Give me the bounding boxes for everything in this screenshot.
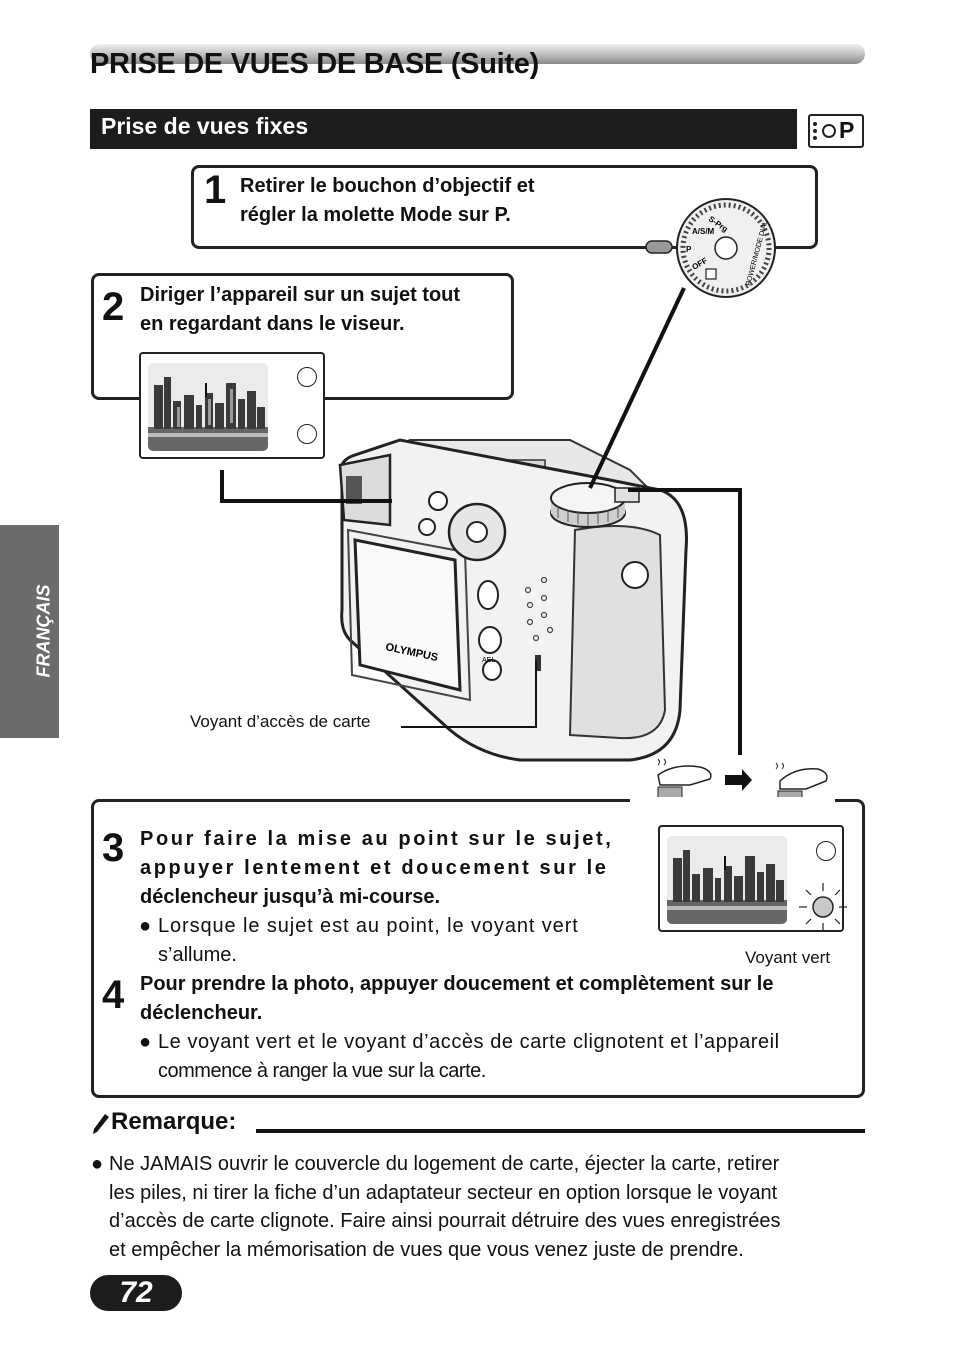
section-title: Prise de vues fixes xyxy=(101,113,309,139)
step-3-bullet-dot: ● xyxy=(139,915,152,937)
remark-heading: Remarque: xyxy=(111,1108,237,1135)
remark-bullet-dot: ● xyxy=(91,1153,104,1175)
step-3-line-1: Pour faire la mise au point sur le sujet… xyxy=(140,828,614,850)
viewfinder-indicator-top xyxy=(816,841,836,861)
step-4-line-2: déclencheur. xyxy=(140,1002,263,1024)
step-3-bullet-line-1: Lorsque le sujet est au point, le voyant… xyxy=(158,915,579,937)
ael-label: AEL xyxy=(482,657,495,664)
green-light-label: Voyant vert xyxy=(745,948,831,967)
step-4-number: 4 xyxy=(102,973,125,1017)
viewfinder-frame-step-2 xyxy=(139,352,325,459)
card-access-light-label: Voyant d’accès de carte xyxy=(190,712,371,731)
viewfinder-indicator-top xyxy=(297,367,317,387)
viewfinder-scene-image xyxy=(148,363,268,451)
remark-line-3: d’accès de carte clignote. Faire ainsi p… xyxy=(109,1210,781,1232)
step-4-bullet-line-1: Le voyant vert et le voyant d’accès de c… xyxy=(158,1031,780,1053)
step-3-line-2: appuyer lentement et doucement sur le xyxy=(140,857,609,879)
title-underline-bar xyxy=(90,44,865,64)
remark-line-2: les piles, ni tirer la fiche d’un adapta… xyxy=(109,1181,778,1204)
step-box-top-gap xyxy=(630,797,835,803)
viewfinder-focused-scene-image xyxy=(667,836,787,924)
mode-p-label: P xyxy=(839,117,855,143)
section-heading: Prise de vues fixes xyxy=(90,109,797,149)
step-2-line-1: Diriger l’appareil sur un sujet tout xyxy=(140,284,461,306)
green-light-glow-icon xyxy=(799,883,847,931)
step-3-number: 3 xyxy=(102,826,125,870)
step-4-bullet-dot: ● xyxy=(139,1031,152,1053)
page-title: PRISE DE VUES DE BASE (Suite) xyxy=(90,48,539,80)
step-1-line-2: régler la molette Mode sur P. xyxy=(240,204,511,226)
camera-illustration: OLYMPUS AEL xyxy=(338,438,688,762)
step-2-line-2: en regardant dans le viseur. xyxy=(140,313,405,335)
remark-body: Ne JAMAIS ouvrir le couvercle du logemen… xyxy=(109,1150,869,1264)
page-number-badge: 72 xyxy=(90,1275,182,1311)
mode-dial-detail: A/S/M S-Prg P OFF POWER/MODE DIAL xyxy=(645,198,776,298)
step-3-line-3: déclencheur jusqu’à mi-course. xyxy=(140,886,441,908)
pencil-icon xyxy=(93,1114,109,1134)
step-1-number: 1 xyxy=(204,168,227,212)
remark-line-4: et empêcher la mémorisation de vues que … xyxy=(109,1238,744,1261)
page-number: 72 xyxy=(119,1276,153,1309)
language-tab: FRANÇAIS xyxy=(0,525,59,738)
mode-p-icon: P xyxy=(808,114,864,148)
viewfinder-indicator-bottom xyxy=(297,424,317,444)
viewfinder-frame-step-3 xyxy=(658,825,844,932)
step-3-bullet-line-2: s’allume. xyxy=(158,944,237,966)
remark-rule xyxy=(256,1129,865,1133)
step-2-number: 2 xyxy=(102,285,125,329)
dial-label-asm: A/S/M xyxy=(692,227,715,236)
step-1-line-1: Retirer le bouchon d’objectif et xyxy=(240,175,535,197)
dial-label-p: P xyxy=(686,245,692,254)
step-4-bullet-line-2: commence à ranger la vue sur la carte. xyxy=(158,1060,486,1082)
step-4-line-1: Pour prendre la photo, appuyer doucement… xyxy=(140,973,774,995)
remark-line-1: Ne JAMAIS ouvrir le couvercle du logemen… xyxy=(109,1153,780,1175)
